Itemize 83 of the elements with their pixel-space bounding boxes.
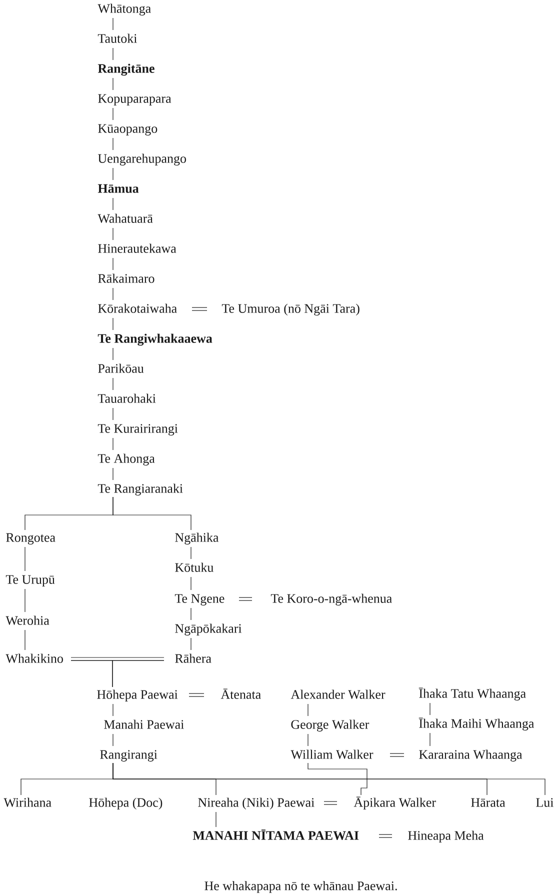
- person-name: Hārata: [471, 798, 506, 807]
- person-name: Kopuparapara: [98, 94, 172, 106]
- person-name: Īhaka Tatu Whaanga: [418, 688, 526, 701]
- descent-line: [112, 288, 114, 300]
- descent-line: [112, 228, 114, 240]
- descent-line: [112, 258, 114, 270]
- descent-line: [112, 318, 114, 330]
- descent-line: [308, 762, 368, 796]
- person-name: Āpikara Walker: [354, 796, 436, 810]
- descent-line: [112, 408, 114, 420]
- descent-line: [112, 378, 114, 390]
- person-name: Kōrakotaiwaha: [98, 304, 177, 313]
- descent-line: [112, 168, 114, 180]
- descent-line: [24, 630, 26, 650]
- person-name: Alexander Walker: [290, 690, 386, 699]
- person-name: Te Ngene: [174, 594, 224, 606]
- person-name: Manahi Paewai: [104, 720, 184, 729]
- descent-line: [112, 704, 114, 716]
- person-name: Whakikino: [6, 654, 63, 663]
- descent-line: [112, 138, 114, 150]
- descent-line: [190, 576, 192, 590]
- person-name: Whātonga: [98, 4, 151, 16]
- person-name: Ngāpōkakari: [175, 624, 242, 636]
- marriage-sign: [239, 597, 252, 601]
- descent-line: [112, 18, 114, 30]
- person-name: Tautoki: [98, 34, 137, 43]
- person-name: Kōtuku: [175, 562, 214, 572]
- sibling-bracket: [20, 762, 546, 796]
- marriage-sign: [379, 834, 392, 838]
- person-name: Te Urupū: [6, 575, 55, 587]
- person-name: Parikōau: [98, 364, 144, 373]
- person-name: Ātenata: [220, 688, 261, 699]
- person-name: Werohia: [6, 616, 50, 625]
- marriage-sign: [390, 753, 404, 757]
- marriage-sign: [189, 693, 204, 697]
- person-name: Ngāhika: [175, 532, 219, 545]
- person-name: Hinerautekawa: [98, 244, 176, 253]
- person-name: MANAHI NĪTAMA PAEWAI: [192, 830, 359, 840]
- person-name: Hōhepa (Doc): [89, 798, 162, 810]
- descent-line: [190, 608, 192, 620]
- descent-line: [190, 546, 192, 560]
- person-name: Kūaopango: [98, 124, 158, 136]
- person-name: Te Rangiwhakaaewa: [98, 334, 212, 346]
- person-name: Te Ahonga: [98, 454, 155, 466]
- person-name: Wahatuarā: [98, 214, 153, 223]
- person-name: Te Umuroa (nō Ngāi Tara): [222, 304, 360, 316]
- person-name: Hōhepa Paewai: [97, 690, 178, 702]
- person-name: Rangirangi: [100, 750, 158, 762]
- marriage-sign: [71, 657, 164, 661]
- descent-line: [112, 108, 114, 120]
- descent-line: [112, 468, 114, 480]
- marriage-sign: [192, 307, 207, 311]
- person-name: Rāhera: [175, 654, 212, 663]
- person-name: Nireaha (Niki) Paewai: [198, 798, 314, 810]
- person-name: Uengarehupango: [98, 154, 186, 166]
- descent-line: [24, 546, 26, 572]
- descent-line: [112, 78, 114, 90]
- descent-line: [112, 48, 114, 60]
- descent-line: [112, 198, 114, 210]
- person-name: Īhaka Maihi Whaanga: [418, 718, 534, 731]
- person-name: Tauarohaki: [98, 394, 156, 403]
- person-name: Rangitāne: [98, 64, 154, 76]
- person-name: Lui: [536, 798, 554, 807]
- descent-line: [190, 638, 192, 650]
- descent-line: [112, 348, 114, 360]
- sibling-bracket: [24, 496, 192, 530]
- descent-line: [70, 660, 164, 688]
- person-name: Te Rangiaranaki: [98, 484, 183, 496]
- person-name: Te Koro-o-ngā-whenua: [270, 594, 392, 606]
- descent-line: [24, 588, 26, 612]
- person-name: Hineapa Meha: [408, 830, 484, 843]
- person-name: Hāmua: [98, 184, 139, 193]
- person-name: Wirihana: [4, 798, 52, 807]
- person-name: Te Kurairirangi: [98, 424, 178, 436]
- person-name: George Walker: [291, 720, 370, 732]
- marriage-sign: [324, 801, 337, 805]
- person-name: William Walker: [290, 750, 374, 759]
- person-name: Rākaimaro: [98, 274, 154, 283]
- person-name: Kararaina Whaanga: [419, 750, 522, 762]
- descent-line: [112, 734, 114, 746]
- person-name: Rongotea: [6, 533, 56, 545]
- descent-line: [112, 438, 114, 450]
- caption: He whakapapa nō te whānau Paewai.: [204, 881, 397, 893]
